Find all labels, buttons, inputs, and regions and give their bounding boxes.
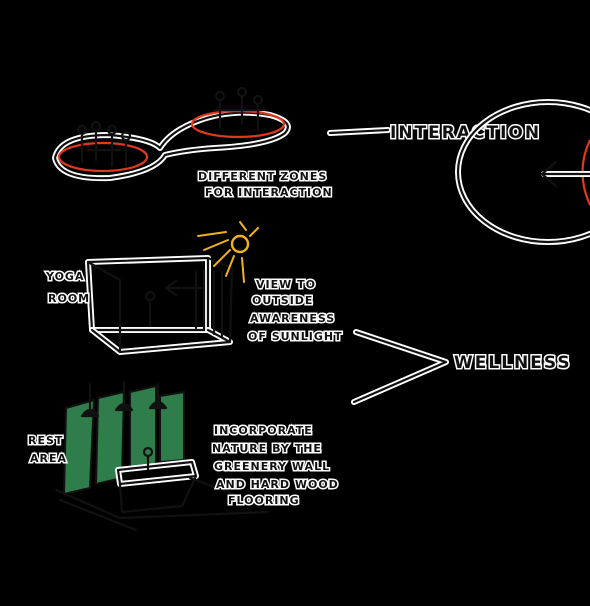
- arrow-icon: [540, 160, 590, 188]
- rest-label-line1: REST: [28, 434, 63, 447]
- view-label-line2: OUTSIDE: [252, 294, 313, 307]
- wellness-bracket: [351, 329, 449, 405]
- view-label-line3: AWARENESS: [250, 312, 335, 325]
- yoga-label-line1: YOGA: [45, 270, 84, 283]
- sun-icon: [197, 221, 259, 283]
- nature-label-line5: FLOORING: [228, 494, 300, 507]
- people-icon: [76, 120, 132, 168]
- nature-label-line4: AND HARD WOOD: [216, 478, 339, 491]
- yoga-label-line2: ROOM: [48, 292, 90, 305]
- yoga-room-box: [85, 255, 234, 355]
- interaction-zones-sketch: [52, 86, 291, 182]
- nature-label-line2: NATURE BY THE: [212, 442, 322, 455]
- view-label-line4: OF SUNLIGHT: [248, 330, 343, 343]
- greenery-wall: [54, 380, 270, 532]
- people-icon: [212, 86, 266, 132]
- nature-label-line3: GREENERY WALL: [214, 460, 330, 473]
- interaction-connector: [327, 127, 391, 136]
- interaction-heading: INTERACTION: [390, 123, 541, 143]
- zones-label-line1: DIFFERENT ZONES: [198, 170, 327, 183]
- view-label-line1: VIEW TO: [256, 278, 316, 291]
- rest-label-line2: AREA: [30, 452, 67, 465]
- zones-label-line2: FOR INTERACTION: [205, 186, 333, 199]
- wellness-heading: WELLNESS: [454, 353, 572, 373]
- nature-label-line1: INCORPORATE: [214, 424, 313, 437]
